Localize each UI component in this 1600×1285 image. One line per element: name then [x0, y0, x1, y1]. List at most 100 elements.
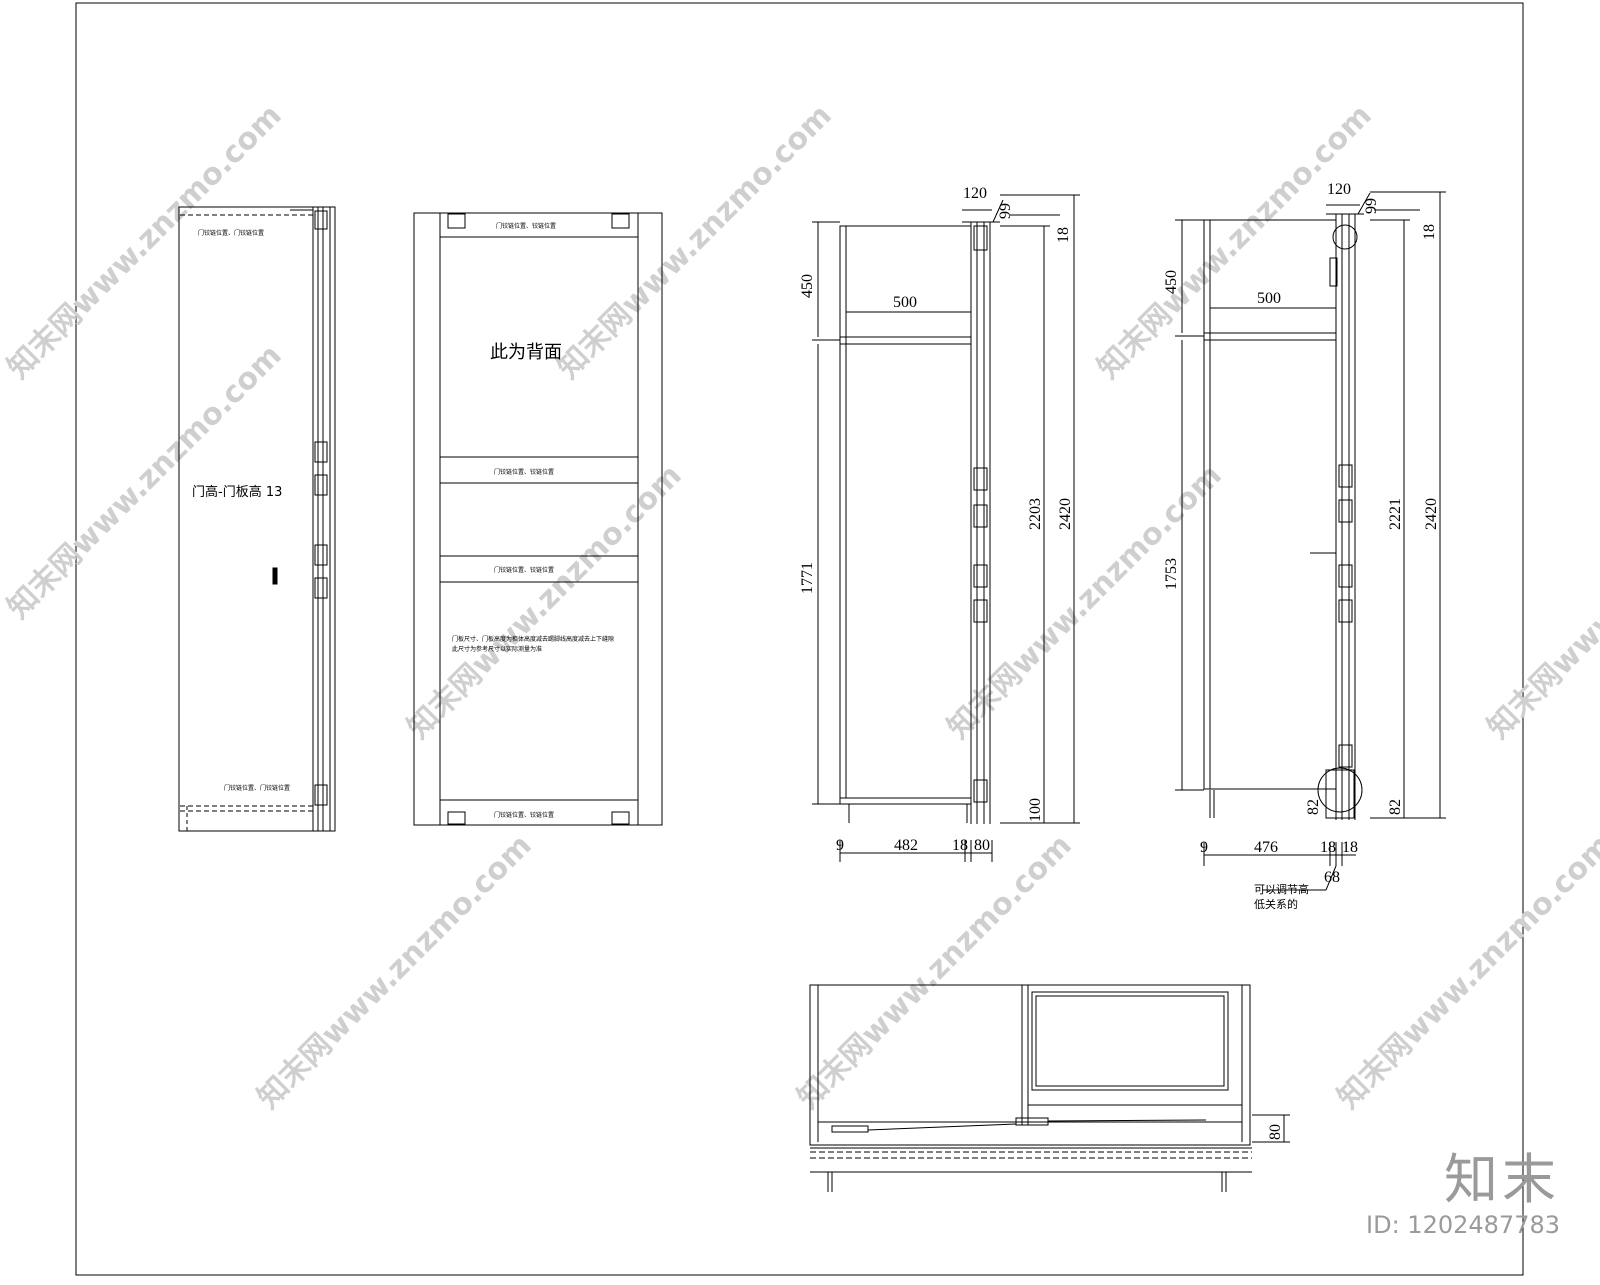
top-bracket [992, 199, 1004, 223]
back-door-note-mid1: 门铰链位置、铰链位置 [494, 468, 554, 476]
hinge-mark [314, 210, 328, 230]
dim-top-right-small: 18 [1055, 227, 1072, 243]
watermark-8: 知末网www.znzmo.com [251, 828, 539, 1116]
back-door-note-body-2: 此尺寸为参考尺寸以实际测量为准 [452, 645, 542, 653]
front-door-outline [178, 206, 336, 832]
back-door-note-mid2: 门铰链位置、铰链位置 [494, 566, 554, 574]
watermark-layer: 知末网www.znzmo.com 知末网www.znzmo.com 知末网www… [1, 98, 1600, 1116]
hinge-mark [1338, 499, 1353, 523]
back-hinge [447, 213, 466, 229]
dim-upper-height: 450 [799, 274, 816, 298]
dim-lower-height: 1753 [1163, 558, 1180, 590]
sheet-border [75, 2, 1524, 1276]
hinge-marks [314, 210, 328, 806]
dim-bottom-c: 68 [1324, 869, 1340, 886]
dim-door-height: 2221 [1387, 498, 1404, 530]
watermark-5: 知末网www.znzmo.com [401, 458, 689, 746]
watermark-1: 知末网www.znzmo.com [1, 98, 289, 386]
hinge-mark [973, 564, 988, 588]
dim-door-height: 2203 [1027, 498, 1044, 530]
adjust-note-1: 可以调节高 [1254, 882, 1309, 896]
brand-mark: 知末 ID: 1202487783 [1366, 1150, 1560, 1240]
door-handle [272, 567, 278, 585]
dim-top-right-small: 18 [1421, 224, 1438, 240]
plan-track [1015, 1117, 1049, 1126]
hinge-detail-circle [1332, 224, 1358, 250]
dim-top-right: 99 [1363, 198, 1380, 214]
dim-top-width: 120 [963, 185, 987, 202]
plan-track-line [1047, 1119, 1207, 1122]
dim-bottom-left: 9 [836, 837, 844, 854]
back-door-note-bottom: 门铰链位置、铰链位置 [494, 811, 554, 819]
dim-bottom-width: 476 [1254, 839, 1278, 856]
dim-top-right: 99 [997, 203, 1014, 219]
dim-upper-height: 450 [1163, 270, 1180, 294]
brand-logo: 知末 [1444, 1148, 1560, 1211]
front-door-note-bottom: 门铰链位置、门铰链位置 [224, 784, 290, 792]
dim-inner-width: 500 [1257, 290, 1281, 307]
watermark-9: 知末网www.znzmo.com [791, 828, 1079, 1116]
back-door-label: 此为背面 [490, 342, 562, 363]
dim-bottom-a: 18 [1320, 839, 1336, 856]
dim-total-height: 2420 [1057, 498, 1074, 530]
hinge-mark [973, 599, 988, 623]
side-section-2: 120 99 18 450 500 1753 2221 2420 82 82 9… [1163, 181, 1446, 911]
watermark-4: 知末网www.znzmo.com [1, 338, 289, 626]
dim-lower-height: 1771 [799, 562, 816, 594]
dim-bottom-a: 18 [952, 837, 968, 854]
leader-line [1325, 865, 1337, 891]
hinge-mark [1338, 744, 1353, 768]
brand-id: ID: 1202487783 [1366, 1211, 1560, 1239]
dim-bottom-width: 482 [894, 837, 918, 854]
hinge-mark [973, 467, 988, 491]
watermark-7: 知末网www.znzmo.com [1481, 458, 1600, 746]
hinge-mark [1338, 464, 1353, 488]
dim-base-left: 82 [1305, 799, 1322, 815]
dim-plan-right: 80 [1267, 1124, 1284, 1140]
hinge-mark [1329, 257, 1338, 287]
dim-total-height: 2420 [1423, 498, 1440, 530]
dim-bottom-left: 9 [1200, 839, 1208, 856]
front-door-note-top: 门铰链位置、门铰链位置 [198, 229, 264, 237]
dim-base-right: 82 [1387, 799, 1404, 815]
plan-track-line [867, 1123, 1017, 1131]
back-door-note-body-1: 门板尺寸、门板高度为柜体高度减去踢脚线高度减去上下缝隙 [452, 635, 614, 643]
back-hinge [611, 213, 630, 229]
back-hinge [447, 811, 466, 825]
plan-outline [809, 984, 1251, 1146]
hinge-mark [314, 544, 328, 566]
side-section-1: 120 99 18 450 500 1771 2203 2420 100 9 4… [799, 185, 1080, 862]
dim-bottom-b: 18 [1342, 839, 1358, 856]
front-door-view: 门高-门板高 13 门铰链位置、门铰链位置 门铰链位置、门铰链位置 [178, 206, 336, 832]
hinge-mark [1338, 599, 1353, 623]
base-detail [1325, 769, 1355, 819]
hinge-mark [314, 441, 328, 463]
hinge-detail-circle [1317, 767, 1363, 813]
back-hinge [611, 811, 630, 825]
hinge-mark [1338, 564, 1353, 588]
top-bracket [1357, 192, 1371, 215]
hinge-mark [973, 504, 988, 528]
hinge-mark [314, 784, 328, 806]
back-door-view: 此为背面 门铰链位置、铰链位置 门铰链位置、铰链位置 门铰链位置、铰链位置 门铰… [413, 212, 663, 826]
dim-bottom-b: 80 [974, 837, 990, 854]
back-door-note-top: 门铰链位置、铰链位置 [496, 222, 556, 230]
hinge-mark [314, 474, 328, 496]
hinge-mark [973, 225, 988, 251]
front-door-label: 门高-门板高 13 [192, 484, 282, 500]
hinge-mark [314, 577, 328, 599]
watermark-10: 知末网www.znzmo.com [1331, 828, 1600, 1116]
dim-inner-width: 500 [893, 294, 917, 311]
plan-track [831, 1125, 869, 1133]
plan-door-panel [1031, 991, 1229, 1091]
back-door-outline [413, 212, 663, 826]
plan-view: 80 [809, 984, 1290, 1192]
dim-top-width: 120 [1327, 181, 1351, 198]
watermark-3: 知末网www.znzmo.com [1091, 98, 1379, 386]
watermark-2: 知末网www.znzmo.com [551, 98, 839, 386]
adjust-note-2: 低关系的 [1254, 897, 1298, 911]
dim-base-height: 100 [1027, 798, 1044, 822]
plan-door-panel-inner [1035, 995, 1225, 1087]
